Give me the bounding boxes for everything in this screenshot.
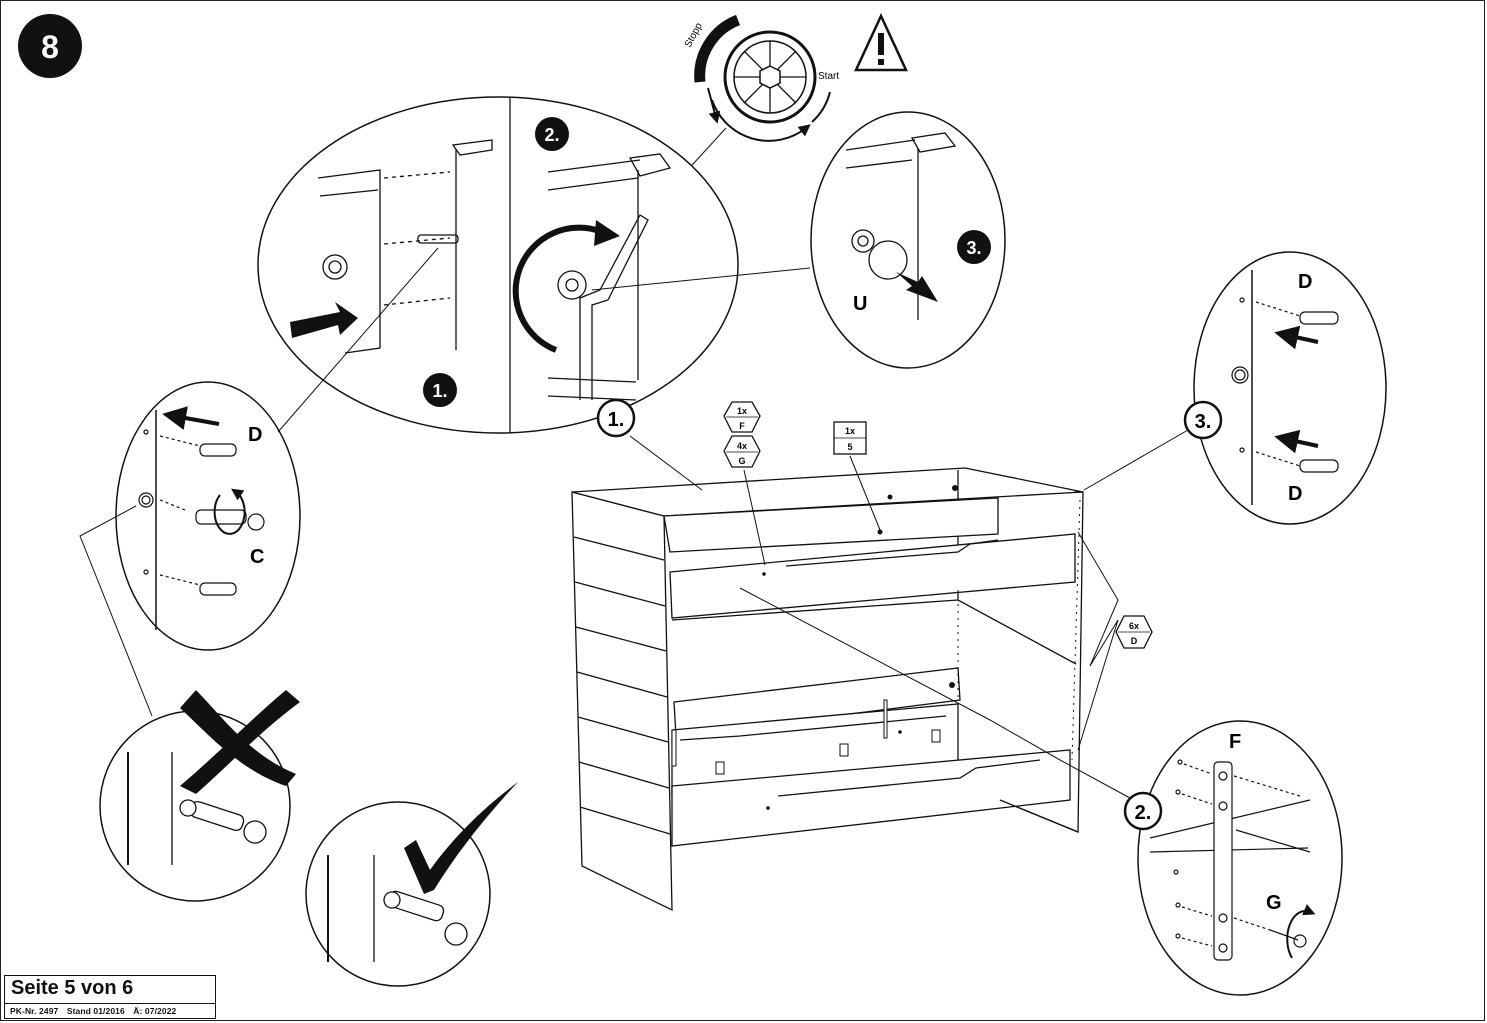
press-arrow-icon [896,272,938,302]
callout-leaders [629,429,1189,799]
footer-divider [5,1003,215,1004]
correct-example-detail [305,782,518,987]
step-number-badge: 8 [18,14,82,78]
callout-1-label: 1. [608,409,625,431]
detail-2-badge-label: 2. [544,125,559,145]
cover-cap-label: U [853,293,867,315]
detail-ellipse-1-2 [257,96,811,434]
detail-ellipse-3: 3. U [810,111,1006,369]
detail-ellipse-right: D D [1193,251,1387,525]
step-number: 8 [41,29,59,65]
dial-stop-label: Stopp [683,21,705,50]
part-tag-panel-qty: 1x [845,426,855,436]
callout-3: 3. [1183,400,1223,440]
cam-lock-dial: Stopp Start [683,14,839,142]
detail-ellipse-left: D C [115,381,301,651]
wrong-example-detail [99,690,300,902]
dial-start-label: Start [818,71,839,82]
brackets [671,699,941,775]
part-tag-d-qty: 6x [1129,621,1139,631]
part-tag-f-qty: 1x [737,406,747,416]
dowel-label-right-bottom: D [1288,483,1302,505]
detail-3-badge: 3. [966,238,981,258]
part-tag-g: 4x G [723,435,761,468]
detail-1-badge-label: 1. [432,381,447,401]
part-tag-g-code: G [738,456,745,466]
screw-label: G [1266,892,1282,914]
part-tag-panel-code: 5 [847,442,852,452]
bracket-label: F [1229,731,1241,753]
part-tag-d-code: D [1131,636,1138,646]
warning-triangle-icon [854,13,908,72]
pk-number: PK-Nr. 2497 [10,1006,59,1016]
dowel-label-right-top: D [1298,271,1312,293]
callout-2: 2. [1123,791,1163,831]
detail-ellipse-bottom-right: F G [1137,720,1343,996]
part-tag-panel: 1x 5 [833,421,867,455]
part-tag-g-qty: 4x [737,441,747,451]
hole-markers [762,485,958,810]
callout-3-label: 3. [1195,411,1212,433]
part-tag-d: 6x D [1115,615,1153,649]
page-number-label: Seite 5 von 6 [11,977,134,999]
detail-1-badge: 1. [423,373,457,407]
part-tag-f: 1x F [723,401,761,433]
push-arrow-icon [290,302,358,338]
checkmark-icon [404,782,518,894]
callout-2-label: 2. [1135,802,1152,824]
footer-meta: PK-Nr. 2497 Stand 01/2016 Ä: 07/2022 [10,1006,182,1016]
dresser-body [571,467,1084,912]
cam-bolt-label: C [250,546,264,568]
revision-date: Ä: 07/2022 [133,1006,177,1016]
dowel-holes-right [957,499,1081,761]
dowel-label-left: D [248,424,262,446]
callout-1: 1. [596,398,636,438]
part-tag-f-code: F [739,421,745,431]
detail-2-badge: 2. [535,117,569,151]
stand-date: Stand 01/2016 [66,1006,125,1016]
page-footer: Seite 5 von 6 PK-Nr. 2497 Stand 01/2016 … [4,975,216,1019]
